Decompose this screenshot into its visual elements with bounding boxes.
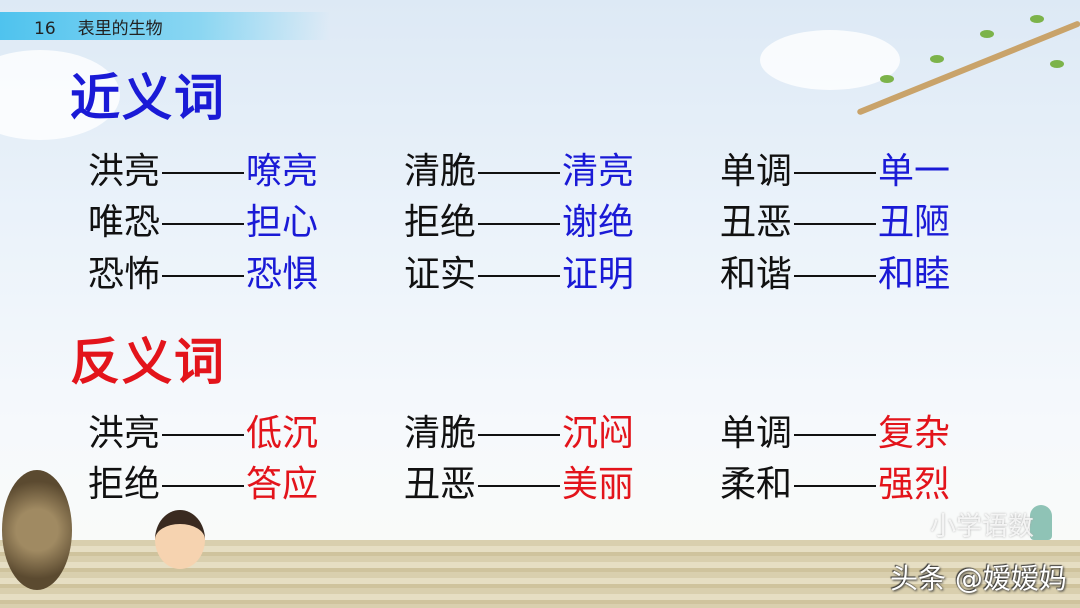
antonym: 美丽 <box>562 464 635 505</box>
synonym: 和睦 <box>878 254 951 295</box>
synonyms-row: 洪亮 嘹亮 清脆 清亮 单调 单一 <box>0 142 1080 192</box>
word: 丑恶 <box>720 202 793 243</box>
watermark: 头条 @嫒嫒妈 <box>890 562 1067 595</box>
word-pair: 洪亮 嘹亮 <box>88 142 318 194</box>
header-band <box>0 12 330 40</box>
antonym: 强烈 <box>878 464 951 505</box>
antonym: 低沉 <box>246 413 319 454</box>
leaf-decoration <box>880 75 894 83</box>
synonym: 单一 <box>878 151 951 192</box>
leaf-decoration <box>1030 15 1044 23</box>
word-pair: 单调 单一 <box>720 142 950 194</box>
lesson-number: 16 <box>34 19 56 39</box>
antonym: 复杂 <box>878 413 951 454</box>
synonym: 丑陋 <box>878 202 951 243</box>
dash-separator <box>794 434 877 436</box>
dash-separator <box>162 172 245 174</box>
dash-separator <box>478 485 561 487</box>
word-pair: 和谐 和睦 <box>720 245 950 297</box>
word: 拒绝 <box>404 202 477 243</box>
antonyms-title: 反义词 <box>70 333 226 391</box>
pocket-watch-illustration <box>2 470 72 590</box>
dash-separator <box>794 485 877 487</box>
word-pair: 单调 复杂 <box>720 404 950 456</box>
synonym: 清亮 <box>562 151 635 192</box>
word-pair: 清脆 沉闷 <box>404 404 634 456</box>
synonyms-title: 近义词 <box>70 69 226 127</box>
word: 洪亮 <box>88 413 161 454</box>
dash-separator <box>794 223 877 225</box>
dash-separator <box>794 172 877 174</box>
dash-separator <box>162 434 245 436</box>
word: 柔和 <box>720 464 793 505</box>
word: 丑恶 <box>404 464 477 505</box>
word-pair: 证实 证明 <box>404 245 634 297</box>
word-pair: 拒绝 答应 <box>88 455 318 507</box>
synonym: 嘹亮 <box>246 151 319 192</box>
word: 清脆 <box>404 413 477 454</box>
watermark-faint: 小学语数 <box>930 512 1035 542</box>
word-pair: 柔和 强烈 <box>720 455 950 507</box>
word-pair: 丑恶 美丽 <box>404 455 634 507</box>
dash-separator <box>478 172 561 174</box>
synonym: 担心 <box>246 202 319 243</box>
word-pair: 清脆 清亮 <box>404 142 634 194</box>
word-pair: 恐怖 恐惧 <box>88 245 318 297</box>
word: 洪亮 <box>88 151 161 192</box>
word: 单调 <box>720 413 793 454</box>
leaf-decoration <box>1050 60 1064 68</box>
word-pair: 唯恐 担心 <box>88 193 318 245</box>
synonym: 谢绝 <box>562 202 635 243</box>
boy-illustration <box>155 510 205 569</box>
word: 恐怖 <box>88 254 161 295</box>
word: 单调 <box>720 151 793 192</box>
lesson-header: 16 表里的生物 <box>34 14 185 39</box>
dash-separator <box>478 434 561 436</box>
synonym: 证明 <box>562 254 635 295</box>
word: 和谐 <box>720 254 793 295</box>
antonyms-row: 洪亮 低沉 清脆 沉闷 单调 复杂 <box>0 404 1080 454</box>
dash-separator <box>478 223 561 225</box>
synonyms-row: 唯恐 担心 拒绝 谢绝 丑恶 丑陋 <box>0 193 1080 243</box>
word-pair: 拒绝 谢绝 <box>404 193 634 245</box>
word: 证实 <box>404 254 477 295</box>
dash-separator <box>794 275 877 277</box>
dash-separator <box>162 223 245 225</box>
leaf-decoration <box>930 55 944 63</box>
antonym: 答应 <box>246 464 319 505</box>
antonyms-row: 拒绝 答应 丑恶 美丽 柔和 强烈 <box>0 455 1080 505</box>
synonyms-row: 恐怖 恐惧 证实 证明 和谐 和睦 <box>0 245 1080 295</box>
word: 清脆 <box>404 151 477 192</box>
antonym: 沉闷 <box>562 413 635 454</box>
word-pair: 丑恶 丑陋 <box>720 193 950 245</box>
cactus-illustration <box>1030 505 1052 540</box>
dash-separator <box>162 485 245 487</box>
cloud-decoration <box>760 30 900 90</box>
word: 拒绝 <box>88 464 161 505</box>
dash-separator <box>478 275 561 277</box>
lesson-title: 表里的生物 <box>77 19 163 39</box>
word-pair: 洪亮 低沉 <box>88 404 318 456</box>
dash-separator <box>162 275 245 277</box>
synonym: 恐惧 <box>246 254 319 295</box>
leaf-decoration <box>980 30 994 38</box>
word: 唯恐 <box>88 202 161 243</box>
